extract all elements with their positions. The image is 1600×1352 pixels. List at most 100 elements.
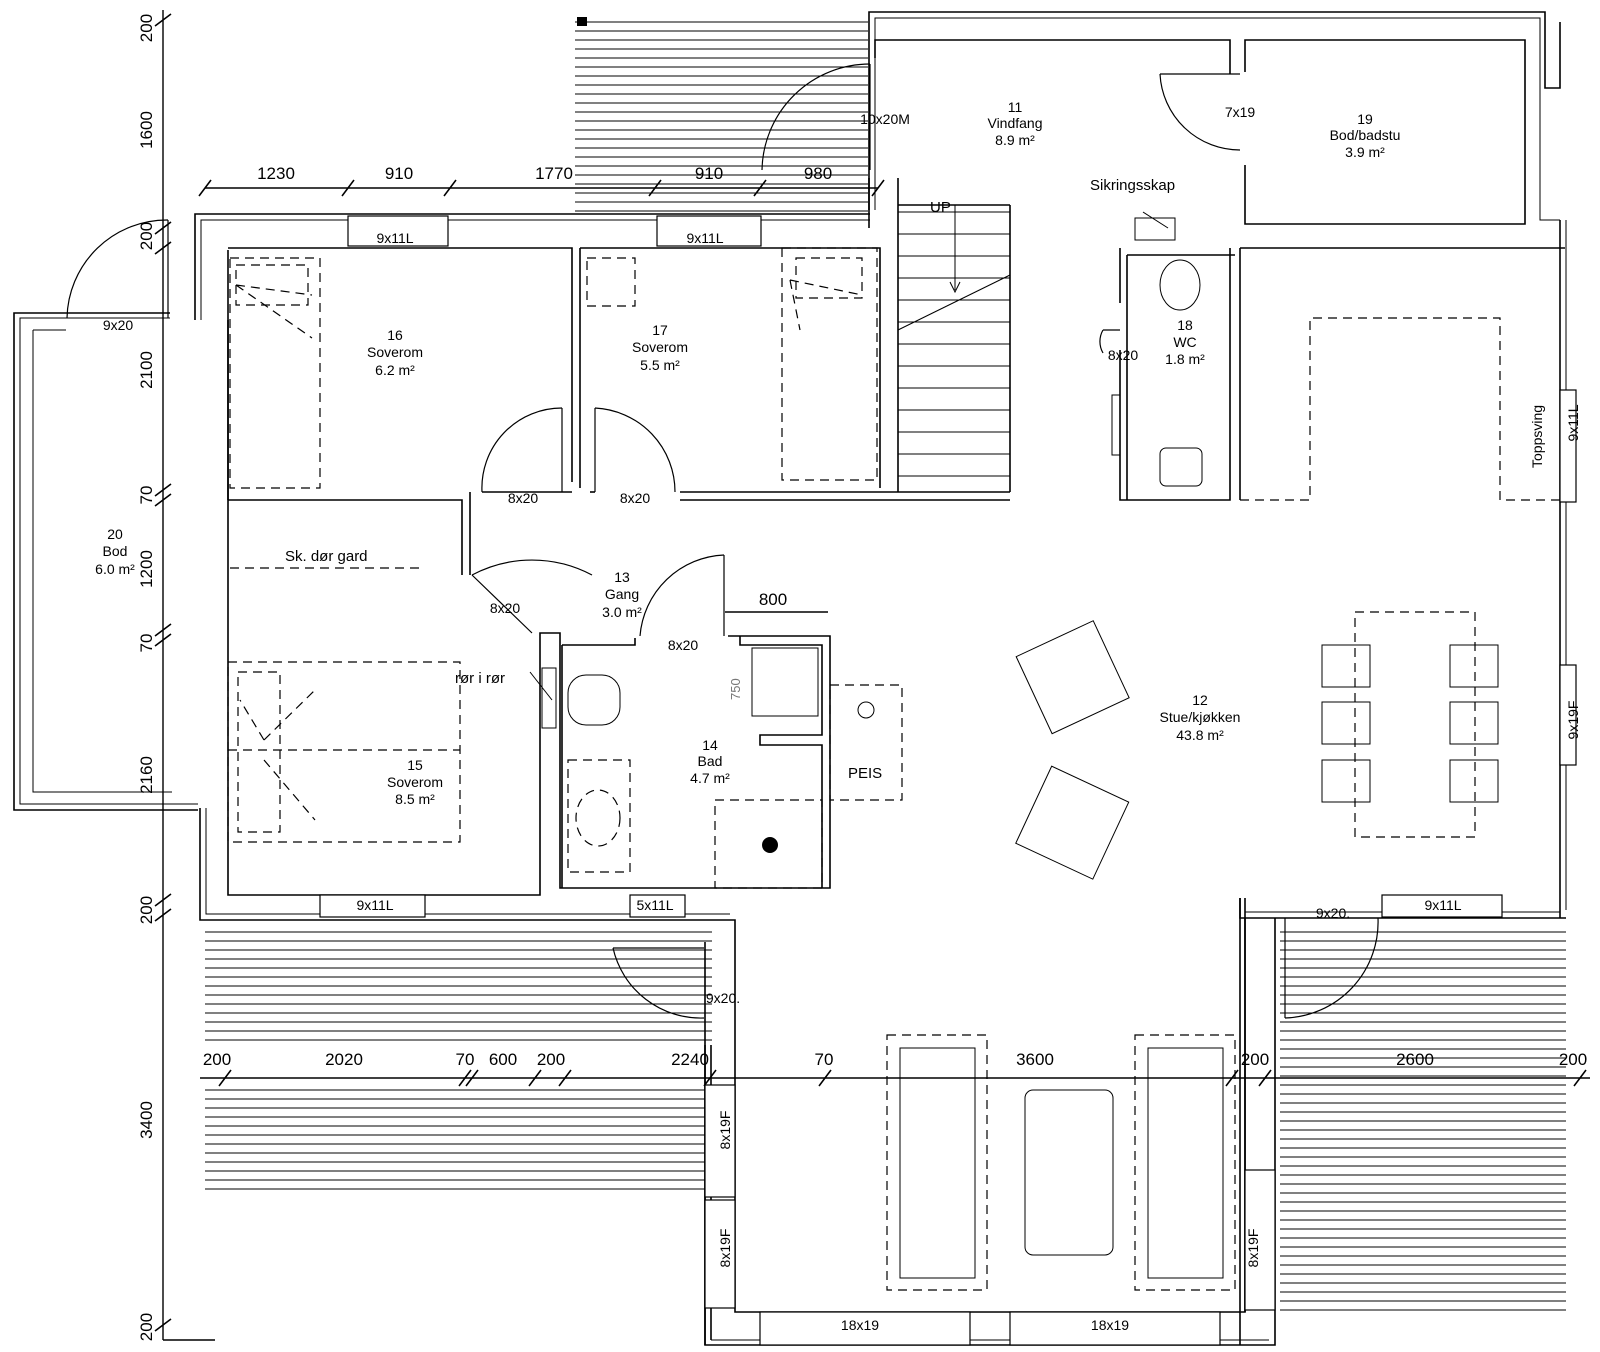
svg-text:3.9 m²: 3.9 m² — [1345, 144, 1385, 160]
dim-left-10: 3400 — [137, 1101, 156, 1139]
doors — [66, 63, 1379, 1019]
svg-text:Soverom: Soverom — [632, 339, 688, 355]
marker-square — [577, 17, 587, 26]
pipe-arrow — [529, 671, 553, 701]
dimension-tick — [154, 221, 172, 235]
room-label-20: 20 Bod 6.0 m² — [95, 526, 135, 577]
furniture — [227, 217, 1560, 1291]
dim-left-2: 1600 — [137, 111, 156, 149]
dim-mid-10: 2600 — [1396, 1050, 1434, 1069]
stair-up-label: UP — [930, 199, 951, 216]
exterior-walls — [13, 11, 1567, 1346]
room-label-16: 16 Soverom 6.2 m² — [367, 327, 423, 378]
dimension-tick — [154, 1318, 172, 1332]
dimension-tick — [154, 13, 172, 27]
svg-text:Bad: Bad — [698, 753, 723, 769]
svg-text:43.8 m²: 43.8 m² — [1176, 727, 1224, 743]
dim-left-3: 200 — [137, 222, 156, 250]
dim-top-3: 1770 — [535, 164, 573, 183]
dimension-tick — [341, 179, 355, 197]
dimension-tick — [154, 483, 172, 497]
dimension-tick — [465, 1069, 479, 1087]
door-label-20: 9x20 — [103, 317, 134, 333]
room-label-12: 12 Stue/kjøkken 43.8 m² — [1160, 692, 1241, 743]
range-hood-label: Toppsving — [1529, 405, 1545, 468]
door-label-16: 8x20 — [508, 490, 539, 506]
interior-walls — [227, 178, 1565, 1345]
dim-800: 800 — [759, 590, 787, 609]
room-label-19: 19 Bod/badstu 3.9 m² — [1330, 111, 1401, 160]
dim-mid-8: 3600 — [1016, 1050, 1054, 1069]
room-label-11: 11 Vindfang 8.9 m² — [987, 99, 1042, 148]
entry-deck — [575, 21, 868, 212]
dimension-tick — [154, 493, 172, 507]
svg-text:12: 12 — [1192, 692, 1208, 708]
terrace-south-right — [1280, 931, 1566, 1311]
svg-text:8.5 m²: 8.5 m² — [395, 791, 435, 807]
door-label-entry: 10x20M — [860, 111, 910, 127]
dim-left-7: 70 — [137, 634, 156, 653]
room-label-18: 18 WC 1.8 m² — [1165, 317, 1205, 367]
window-label-bottom-1: 18x19 — [841, 1317, 879, 1333]
dim-mid-7: 70 — [815, 1050, 834, 1069]
dimension-tick — [703, 1069, 717, 1087]
dim-mid-1: 200 — [203, 1050, 231, 1069]
window-label-bottom-2: 18x19 — [1091, 1317, 1129, 1333]
svg-text:Stue/kjøkken: Stue/kjøkken — [1160, 709, 1241, 725]
svg-text:Bod: Bod — [103, 543, 128, 559]
svg-text:16: 16 — [387, 327, 403, 343]
svg-text:14: 14 — [702, 737, 718, 753]
svg-text:13: 13 — [614, 569, 630, 585]
svg-text:1.8 m²: 1.8 m² — [1165, 351, 1205, 367]
dimension-tick — [871, 179, 885, 197]
dim-mid-6: 2240 — [671, 1050, 709, 1069]
window-label-bath: 5x11L — [636, 897, 673, 913]
dimension-tick — [458, 1069, 472, 1087]
dimension-tick — [1225, 1069, 1239, 1087]
svg-text:6.0 m²: 6.0 m² — [95, 561, 135, 577]
dimension-tick — [528, 1069, 542, 1087]
dim-mid-4: 600 — [489, 1050, 517, 1069]
door-label-17: 8x20 — [620, 490, 651, 506]
stair-treads — [898, 211, 1010, 477]
dimension-tick — [1258, 1069, 1272, 1087]
wardrobe-label: Sk. dør gard — [285, 548, 368, 565]
svg-text:3.0 m²: 3.0 m² — [602, 604, 642, 620]
fireplace-label: PEIS — [848, 765, 882, 782]
svg-text:Gang: Gang — [605, 586, 639, 602]
svg-text:15: 15 — [407, 757, 423, 773]
dimension-tick — [648, 179, 662, 197]
svg-text:18: 18 — [1177, 317, 1193, 333]
dim-mid-11: 200 — [1559, 1050, 1587, 1069]
dim-mid-9: 200 — [1241, 1050, 1269, 1069]
terrace-south-left — [205, 931, 712, 1041]
dim-top-1: 1230 — [257, 164, 295, 183]
svg-text:6.2 m²: 6.2 m² — [375, 362, 415, 378]
dim-left-1: 200 — [137, 14, 156, 42]
svg-text:8.9 m²: 8.9 m² — [995, 132, 1035, 148]
door-label-15: 8x20 — [490, 600, 521, 616]
window-label-12-bottom: 9x11L — [1424, 897, 1461, 913]
svg-text:11: 11 — [1008, 99, 1023, 115]
dim-mid-2: 2020 — [325, 1050, 363, 1069]
dimension-tick — [753, 179, 767, 197]
room-label-15: 15 Soverom 8.5 m² — [387, 757, 443, 807]
svg-text:Vindfang: Vindfang — [987, 115, 1042, 131]
svg-text:Soverom: Soverom — [387, 774, 443, 790]
window-label-glass-right: 8x19F — [1245, 1229, 1261, 1268]
svg-text:5.5 m²: 5.5 m² — [640, 357, 680, 373]
dim-750-label: 750 — [728, 678, 743, 700]
room-label-17: 17 Soverom 5.5 m² — [632, 322, 688, 373]
dimension-tick — [558, 1069, 572, 1087]
dimension-lines — [154, 10, 1590, 1341]
svg-text:Bod/badstu: Bod/badstu — [1330, 127, 1401, 143]
dim-mid-5: 200 — [537, 1050, 565, 1069]
dimension-tick — [154, 241, 172, 255]
window-label-17: 9x11L — [686, 230, 723, 246]
pipe-label: rør i rør — [455, 670, 505, 687]
dim-left-5: 70 — [137, 486, 156, 505]
fuse-box-arrow — [1142, 211, 1169, 229]
fuse-box-label: Sikringsskap — [1090, 177, 1175, 194]
room-label-14: 14 Bad 4.7 m² — [690, 737, 730, 786]
